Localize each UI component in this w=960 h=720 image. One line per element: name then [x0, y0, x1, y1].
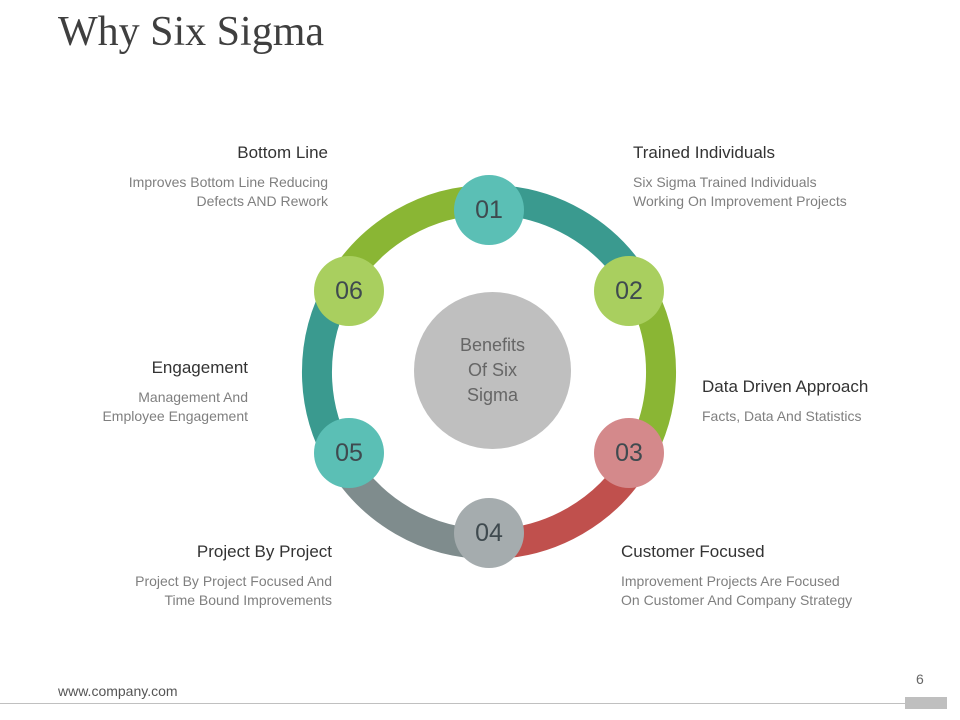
item-heading: Project By Project: [196, 542, 332, 561]
item-description: Six Sigma Trained Individuals Working On…: [633, 174, 847, 209]
item-description: Facts, Data And Statistics: [702, 408, 862, 424]
item-bottom-line: Bottom Line Improves Bottom Line Reducin…: [58, 143, 328, 211]
item-project-by-project: Project By Project Project By Project Fo…: [62, 542, 332, 610]
item-description: Project By Project Focused And Time Boun…: [135, 573, 332, 608]
item-heading: Data Driven Approach: [702, 377, 869, 396]
item-description: Management And Employee Engagement: [102, 389, 248, 424]
page-number: 6: [916, 671, 924, 687]
item-description: Improves Bottom Line Reducing Defects AN…: [128, 174, 328, 209]
item-heading: Customer Focused: [621, 542, 765, 561]
center-circle: Benefits Of Six Sigma: [414, 292, 571, 449]
item-description: Improvement Projects Are Focused On Cust…: [621, 573, 853, 608]
item-customer-focused: Customer Focused Improvement Projects Ar…: [621, 542, 911, 610]
node-04: 04: [454, 498, 524, 568]
item-trained-individuals: Trained Individuals Six Sigma Trained In…: [633, 143, 903, 211]
node-02: 02: [594, 256, 664, 326]
node-05: 05: [314, 418, 384, 488]
node-03: 03: [594, 418, 664, 488]
item-heading: Bottom Line: [237, 143, 328, 162]
node-06: 06: [314, 256, 384, 326]
footer-url: www.company.com: [58, 683, 178, 699]
footer-accent-block: [905, 697, 947, 709]
item-data-driven-approach: Data Driven Approach Facts, Data And Sta…: [702, 377, 952, 426]
item-engagement: Engagement Management And Employee Engag…: [48, 358, 248, 426]
item-heading: Trained Individuals: [633, 143, 776, 162]
item-heading: Engagement: [151, 358, 248, 377]
page-title: Why Six Sigma: [58, 9, 325, 55]
footer-divider: [0, 703, 905, 704]
node-01: 01: [454, 175, 524, 245]
